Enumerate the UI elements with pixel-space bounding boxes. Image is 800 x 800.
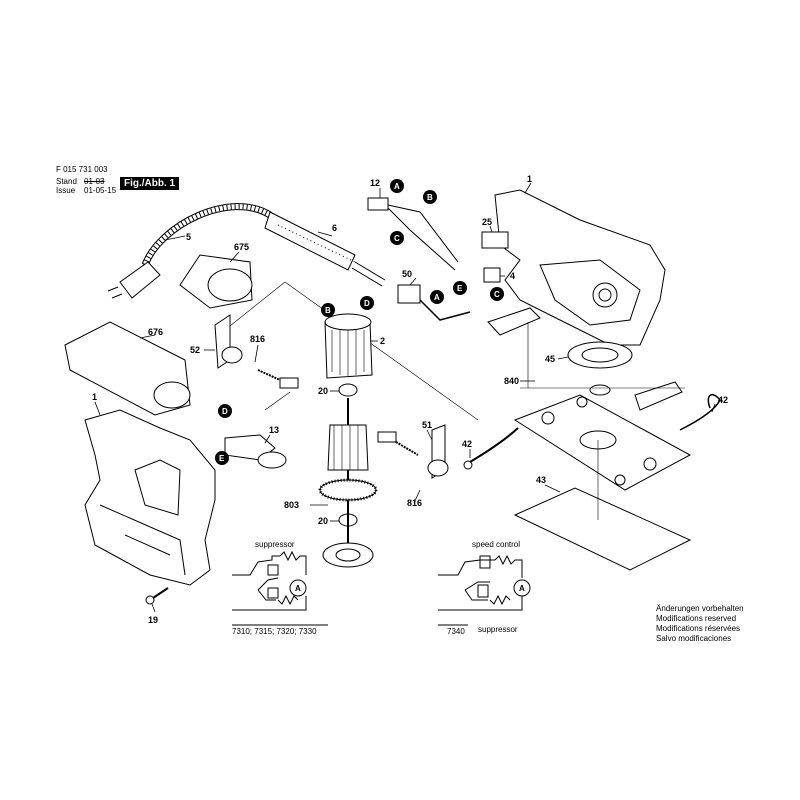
part-45: 45 [545,354,555,364]
mod-fr: Modifications réservées [656,624,741,633]
circuit-right-label-bottom: suppressor [478,625,518,634]
part-42-left: 42 [462,439,472,449]
part-6: 6 [332,223,337,233]
bearing-upper [338,383,358,397]
svg-text:D: D [222,407,228,416]
part-2: 2 [380,336,385,346]
part-42-right: 42 [718,395,728,405]
circuit-left-label: suppressor [255,540,295,549]
mod-en: Modifications reserved [656,614,737,623]
issue-label: Issue [56,186,76,195]
part-51: 51 [422,420,432,430]
part-25: 25 [482,217,492,227]
svg-text:B: B [325,306,331,315]
plug-body [119,261,161,299]
part-12: 12 [370,178,380,188]
connector-E-1: E [453,281,467,295]
svg-text:E: E [219,454,225,463]
part-1-top: 1 [527,174,532,184]
modifications-notice: Änderungen vorbehalten Modifications res… [656,604,744,644]
connector-D-1: D [360,296,374,310]
circuit-right-models: 7340 [447,627,465,636]
connector-E-2: E [215,451,229,465]
ammeter-right: A [519,584,525,593]
svg-text:D: D [364,299,370,308]
rubber-ring [567,341,633,369]
connector-A-1: A [390,179,404,193]
sanding-sheet [513,487,692,571]
part-676: 676 [148,327,163,337]
part-1-left: 1 [92,392,97,402]
switch-cap [483,267,501,283]
svg-text:B: B [427,193,433,202]
svg-text:C: C [394,234,400,243]
svg-text:A: A [394,182,400,191]
svg-text:C: C [494,290,500,299]
part-52: 52 [190,345,200,355]
svg-text:E: E [457,284,463,293]
suppressor-13 [257,451,287,469]
brush-left [279,377,299,389]
connector-D-2: D [218,404,232,418]
cord-sleeve [264,211,356,271]
issue-value: 01-05-15 [84,186,117,195]
circuit-right-label-top: speed control [472,540,520,549]
svg-text:A: A [434,293,440,302]
stand-value: 01-03 [84,177,105,186]
part-19: 19 [148,615,158,625]
base-plate [513,394,692,491]
connector-A-2: A [430,290,444,304]
mod-es: Salvo modificaciones [656,634,732,643]
part-803: 803 [284,500,299,510]
part-43: 43 [536,475,546,485]
switch [481,231,509,249]
part-675: 675 [234,242,249,252]
part-5: 5 [186,232,191,242]
part-20-upper: 20 [318,386,328,396]
part-4: 4 [510,271,515,281]
part-50: 50 [402,269,412,279]
part-13: 13 [269,425,279,435]
terminal-50 [397,284,421,304]
brush-right [377,431,397,443]
circuit-left [232,550,307,611]
figure-label: Fig./Abb. 1 [120,177,180,190]
document-number: F 015 731 003 [56,165,108,174]
circuit-right [438,554,531,611]
connector-B-2: B [321,303,335,317]
connector-C-2: C [490,287,504,301]
ammeter-left: A [295,584,301,593]
part-816-right: 816 [407,498,422,508]
mod-de: Änderungen vorbehalten [656,604,744,613]
connector-C-1: C [390,231,404,245]
stand-label: Stand [56,177,77,186]
circuit-left-models: 7310; 7315; 7320; 7330 [232,627,317,636]
part-20-lower: 20 [318,516,328,526]
part-816-left: 816 [250,334,265,344]
part-840: 840 [504,376,519,386]
connector-B-1: B [423,190,437,204]
